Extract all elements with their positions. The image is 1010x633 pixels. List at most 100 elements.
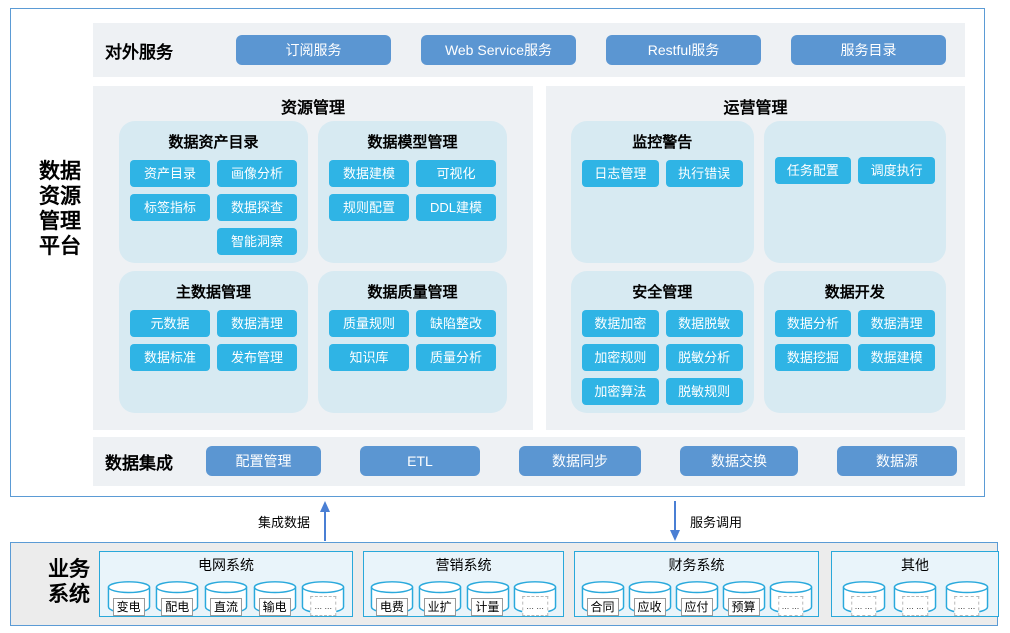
database-label: 业扩 xyxy=(423,598,456,616)
node-metadata: 元数据 xyxy=(130,310,210,337)
platform-title-line: 管理 xyxy=(39,210,81,233)
flow-up-label: 集成数据 xyxy=(258,514,311,530)
platform-container: 数据 资源 管理 平台 对外服务 订阅服务 Web Service服务 Rest… xyxy=(10,8,985,497)
group-data-development: 数据开发 数据分析 数据清理 数据挖掘 数据建模 xyxy=(763,271,946,413)
node-data-masking: 数据脱敏 xyxy=(665,310,743,337)
database-label: ... ... xyxy=(902,596,928,616)
node-data-cleaning-dev: 数据清理 xyxy=(858,310,935,337)
database-item: ... ... xyxy=(840,576,888,618)
group-title: 数据开发 xyxy=(824,284,885,301)
data-integration-row: 数据集成 配置管理 ETL 数据同步 数据交换 数据源 xyxy=(93,437,965,486)
data-integration-buttons: 配置管理 ETL 数据同步 数据交换 数据源 xyxy=(206,446,957,476)
resource-management-panel: 资源管理 数据资产目录 资产目录 画像分析 标签指标 数据探查 智能洞察 数据模… xyxy=(93,86,533,430)
node-smart-insight: 智能洞察 xyxy=(217,228,297,255)
node-masking-rule: 脱敏规则 xyxy=(665,378,743,405)
group-title: 数据资产目录 xyxy=(168,134,259,151)
node-execution-error: 执行错误 xyxy=(665,160,743,187)
node-rule-config: 规则配置 xyxy=(329,194,409,221)
resource-panel-title: 资源管理 xyxy=(280,100,345,117)
database-item: 应付 xyxy=(673,576,720,618)
node-data-modeling-dev: 数据建模 xyxy=(858,344,935,371)
database-label: ... ... xyxy=(850,596,877,616)
node-service-catalog: 服务目录 xyxy=(791,35,946,65)
platform-title-line: 平台 xyxy=(39,235,81,258)
group-monitor-alert: 监控警告 日志管理 执行错误 xyxy=(571,121,754,263)
database-item: 电费 xyxy=(368,576,416,618)
external-services-buttons: 订阅服务 Web Service服务 Restful服务 服务目录 xyxy=(236,35,946,65)
system-title: 其他 xyxy=(901,557,929,573)
node-etl: ETL xyxy=(360,446,480,476)
node-tag-indicator: 标签指标 xyxy=(130,194,210,221)
node-data-mining: 数据挖掘 xyxy=(774,344,852,371)
node-subscription-service: 订阅服务 xyxy=(236,35,391,65)
database-label: 预算 xyxy=(727,598,760,616)
node-masking-analysis: 脱敏分析 xyxy=(665,344,743,371)
database-label: 变电 xyxy=(112,598,145,616)
flow-integrate-data: 集成数据 xyxy=(258,501,332,541)
system-box-other: 其他 ... ... ... ... ... ... xyxy=(831,551,999,617)
database-label: 计量 xyxy=(471,598,504,616)
node-visualization: 可视化 xyxy=(416,160,496,187)
database-label: ... ... xyxy=(522,596,548,616)
database-item: ... ... xyxy=(299,576,347,618)
database-item: 输电 xyxy=(251,576,299,618)
node-data-analysis: 数据分析 xyxy=(774,310,852,337)
node-data-standard: 数据标准 xyxy=(130,344,210,371)
group-task-scheduling: 任务配置 调度执行 xyxy=(763,121,947,263)
group-title: 安全管理 xyxy=(632,284,693,301)
group-data-quality-management: 数据质量管理 质量规则 缺陷整改 知识库 质量分析 xyxy=(318,271,507,413)
group-title: 主数据管理 xyxy=(175,284,251,301)
node-asset-catalog: 资产目录 xyxy=(130,160,210,187)
platform-title-line: 资源 xyxy=(39,185,81,208)
arrow-up-icon xyxy=(320,501,331,541)
operation-management-panel: 运营管理 监控警告 日志管理 执行错误 任务配置 调度执行 安全管理 数据加密 xyxy=(546,86,965,430)
node-data-sync: 数据同步 xyxy=(519,446,641,476)
group-security-management: 安全管理 数据加密 数据脱敏 加密规则 脱敏分析 加密算法 脱敏规则 xyxy=(571,271,754,413)
database-label: 配电 xyxy=(161,598,194,616)
node-knowledge-base: 知识库 xyxy=(329,344,409,371)
external-services-label: 对外服务 xyxy=(105,42,173,62)
business-title-line: 系统 xyxy=(48,583,90,606)
database-label: 直流 xyxy=(209,598,242,616)
database-item: 预算 xyxy=(720,576,767,618)
node-data-source: 数据源 xyxy=(837,446,957,476)
database-item: 配电 xyxy=(153,576,201,618)
database-item: ... ... xyxy=(511,576,559,618)
node-data-encryption: 数据加密 xyxy=(582,310,659,337)
node-encryption-rule: 加密规则 xyxy=(582,344,659,371)
database-item: ... ... xyxy=(891,576,939,618)
node-data-cleaning: 数据清理 xyxy=(217,310,297,337)
system-title: 营销系统 xyxy=(435,557,492,573)
group-title xyxy=(764,121,947,157)
node-quality-analysis: 质量分析 xyxy=(416,344,496,371)
flow-service-call: 服务调用 xyxy=(668,501,742,541)
database-item: 直流 xyxy=(202,576,250,618)
node-quality-rule: 质量规则 xyxy=(329,310,409,337)
database-label: ... ... xyxy=(777,596,804,616)
database-label: 电费 xyxy=(375,598,408,616)
operation-panel-title: 运营管理 xyxy=(723,100,788,117)
platform-title-line: 数据 xyxy=(39,160,81,183)
node-task-config: 任务配置 xyxy=(774,157,852,184)
system-box-finance: 财务系统 合同 应收 应付 预算 ... ... xyxy=(574,551,819,617)
group-title: 数据模型管理 xyxy=(367,134,458,151)
database-label: 应付 xyxy=(680,598,713,616)
node-data-modeling: 数据建模 xyxy=(329,160,409,187)
data-integration-label: 数据集成 xyxy=(105,454,173,473)
business-systems-title: 业务 系统 xyxy=(36,557,102,607)
database-item: ... ... xyxy=(943,576,991,618)
node-encryption-algorithm: 加密算法 xyxy=(582,378,659,405)
database-item: 合同 xyxy=(579,576,626,618)
system-title: 财务系统 xyxy=(668,557,725,573)
database-label: ... ... xyxy=(310,596,337,616)
flow-down-label: 服务调用 xyxy=(690,514,743,530)
database-item: 应收 xyxy=(626,576,673,618)
node-data-discovery: 数据探查 xyxy=(217,194,297,221)
node-data-exchange: 数据交换 xyxy=(680,446,798,476)
node-log-management: 日志管理 xyxy=(582,160,659,187)
database-item: 变电 xyxy=(105,576,153,618)
group-master-data-management: 主数据管理 元数据 数据清理 数据标准 发布管理 xyxy=(119,271,308,413)
database-label: 应收 xyxy=(633,598,666,616)
node-restful-service: Restful服务 xyxy=(606,35,761,65)
platform-title: 数据 资源 管理 平台 xyxy=(29,159,91,259)
